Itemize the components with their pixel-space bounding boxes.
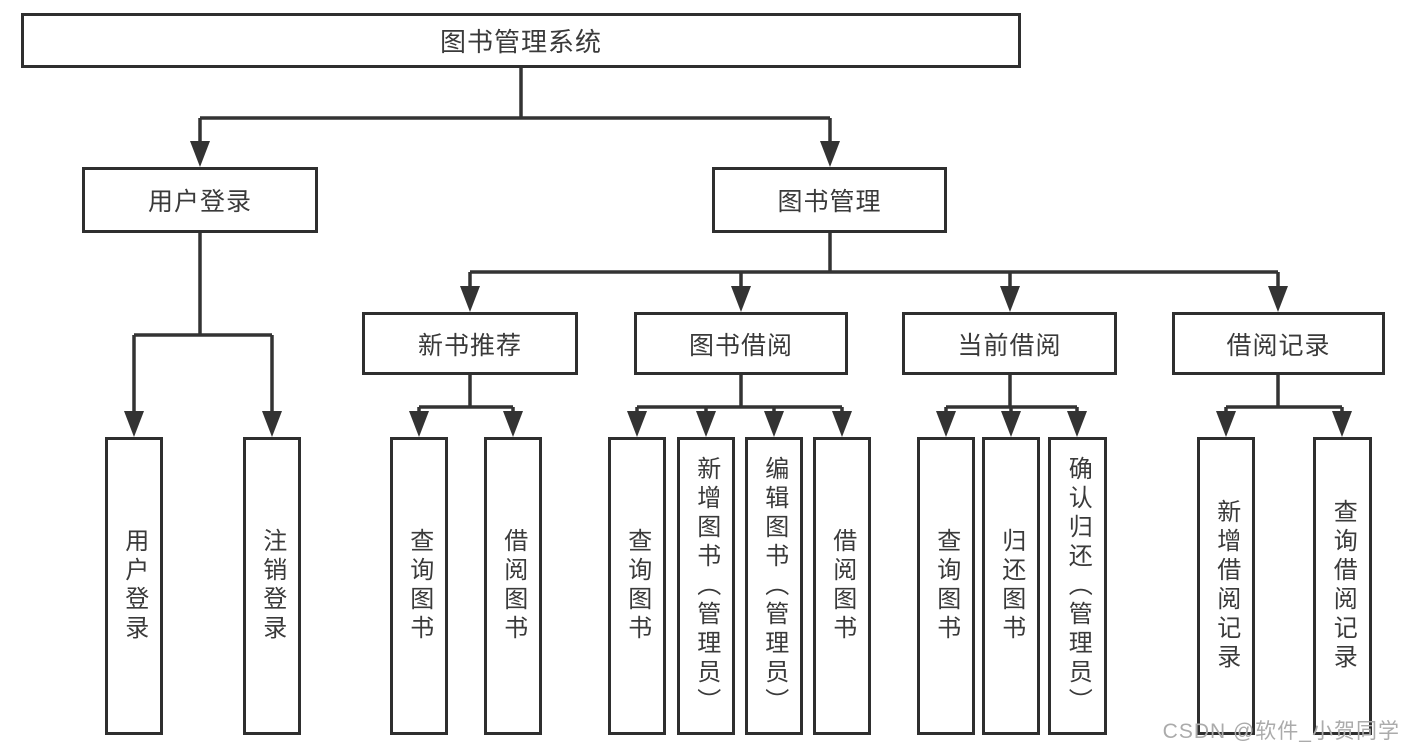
node-book-management: 图书管理 [712,167,947,233]
leaf-logout: 注销登录 [243,437,301,735]
arrowhead [936,411,956,437]
csdn-watermark: CSDN @软件_小贺同学 [1162,720,1400,743]
arrowhead [1067,411,1087,437]
node-new-book-recommend: 新书推荐 [362,312,578,375]
arrowhead [1216,411,1236,437]
node-current-borrowing: 当前借阅 [902,312,1117,375]
arrowhead [503,411,523,437]
arrowhead [696,411,716,437]
leaf-recommend-borrow-books: 借阅图书 [484,437,542,735]
leaf-user-login: 用户登录 [105,437,163,735]
edge-recommend-to-leaves [417,375,515,420]
edge-borrowing-to-leaves [635,375,844,420]
edge-root-to-level2 [198,68,832,150]
leaf-records-query-record: 查询借阅记录 [1313,437,1372,735]
edge-records-to-leaves [1224,375,1344,420]
leaf-records-add-record: 新增借阅记录 [1197,437,1255,735]
arrowhead [460,286,480,312]
arrowhead [124,411,144,437]
leaf-current-return-books: 归还图书 [982,437,1040,735]
arrowhead [1268,286,1288,312]
arrowhead [1332,411,1352,437]
arrowhead [409,411,429,437]
arrowhead [262,411,282,437]
edge-book-management-to-level3 [468,233,1280,294]
node-library-management-system: 图书管理系统 [21,13,1021,68]
arrowhead [820,141,840,167]
leaf-borrow-query-books: 查询图书 [608,437,666,735]
arrowhead [832,411,852,437]
arrowhead [190,141,210,167]
leaf-borrow-add-books-admin: 新增图书（管理员） [677,437,735,735]
leaf-current-confirm-return-admin: 确认归还（管理员） [1048,437,1107,735]
leaf-borrow-borrow-books: 借阅图书 [813,437,871,735]
arrowhead [1001,411,1021,437]
arrowhead [1000,286,1020,312]
node-user-login: 用户登录 [82,167,318,233]
arrowhead [731,286,751,312]
arrowhead [627,411,647,437]
leaf-borrow-edit-books-admin: 编辑图书（管理员） [745,437,803,735]
arrowhead [764,411,784,437]
node-borrowing-records: 借阅记录 [1172,312,1385,375]
edge-user-login-to-leaves [132,233,274,418]
node-book-borrowing: 图书借阅 [634,312,848,375]
leaf-recommend-query-books: 查询图书 [390,437,448,735]
leaf-current-query-books: 查询图书 [917,437,975,735]
